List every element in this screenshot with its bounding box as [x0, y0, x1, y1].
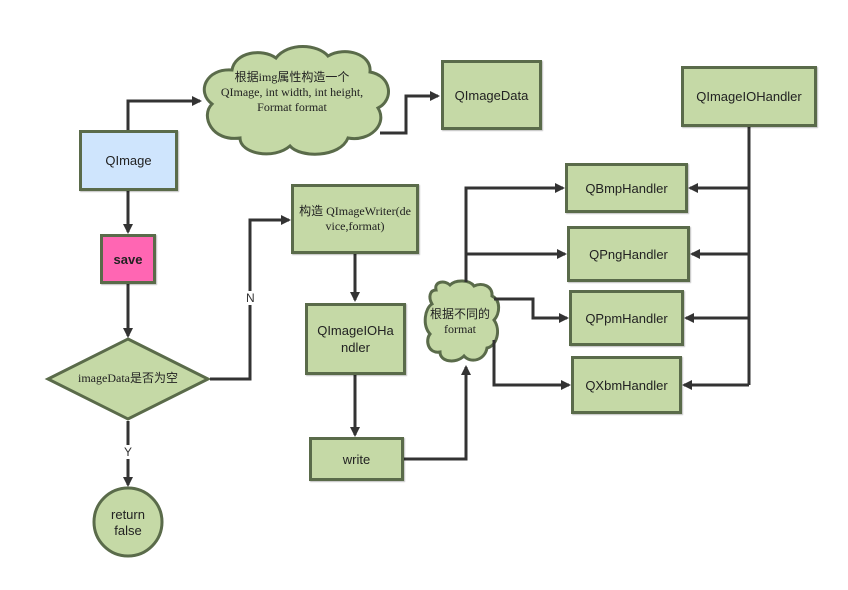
node-qimageiohandler-mid-label: QImageIOHandler: [317, 323, 394, 355]
node-qimageiohandler-top: QImageIOHandler: [681, 66, 817, 127]
node-qimageiohandler-mid: QImageIOHandler: [305, 303, 406, 375]
edge-format-to-qxbm: [492, 340, 571, 390]
node-qpnghandler: QPngHandler: [567, 226, 690, 282]
edge-cloud-to-qimagedata: [380, 91, 440, 135]
node-qimagewriter-label: 构造 QImageWriter(device,format): [299, 204, 411, 233]
edge-qimage-to-cloud: [126, 96, 202, 130]
edge-format-to-qbmp: [464, 183, 565, 282]
node-qppmhandler: QPpmHandler: [569, 290, 684, 346]
return-false-circle-shape: [92, 486, 164, 558]
node-write-label: write: [342, 451, 371, 467]
node-qimagewriter: 构造 QImageWriter(device,format): [291, 184, 419, 254]
decision-diamond-shape: [44, 337, 212, 421]
node-qbmphandler: QBmpHandler: [565, 163, 688, 213]
node-save: save: [100, 234, 156, 284]
node-qimage-label: QImage: [105, 153, 152, 168]
node-save-label: save: [113, 251, 143, 267]
node-qxbmhandler: QXbmHandler: [571, 356, 682, 414]
node-qxbmhandler-label: QXbmHandler: [585, 377, 668, 393]
node-qimagedata-label: QImageData: [454, 87, 529, 103]
node-qppmhandler-label: QPpmHandler: [585, 310, 668, 326]
edge-label-yes: Y: [123, 445, 134, 459]
edge-write-to-format: [404, 365, 471, 461]
cloud-shape-top: [202, 45, 390, 156]
node-qpnghandler-label: QPngHandler: [589, 246, 668, 262]
edge-label-no: N: [245, 291, 256, 305]
node-write: write: [309, 437, 404, 481]
node-qbmphandler-label: QBmpHandler: [585, 180, 668, 196]
edge-format-to-qppm: [494, 297, 569, 323]
cloud-shape-format: [423, 279, 501, 363]
node-qimagedata: QImageData: [441, 60, 542, 130]
node-qimage: QImage: [79, 130, 178, 191]
node-qimageiohandler-top-label: QImageIOHandler: [696, 89, 802, 104]
